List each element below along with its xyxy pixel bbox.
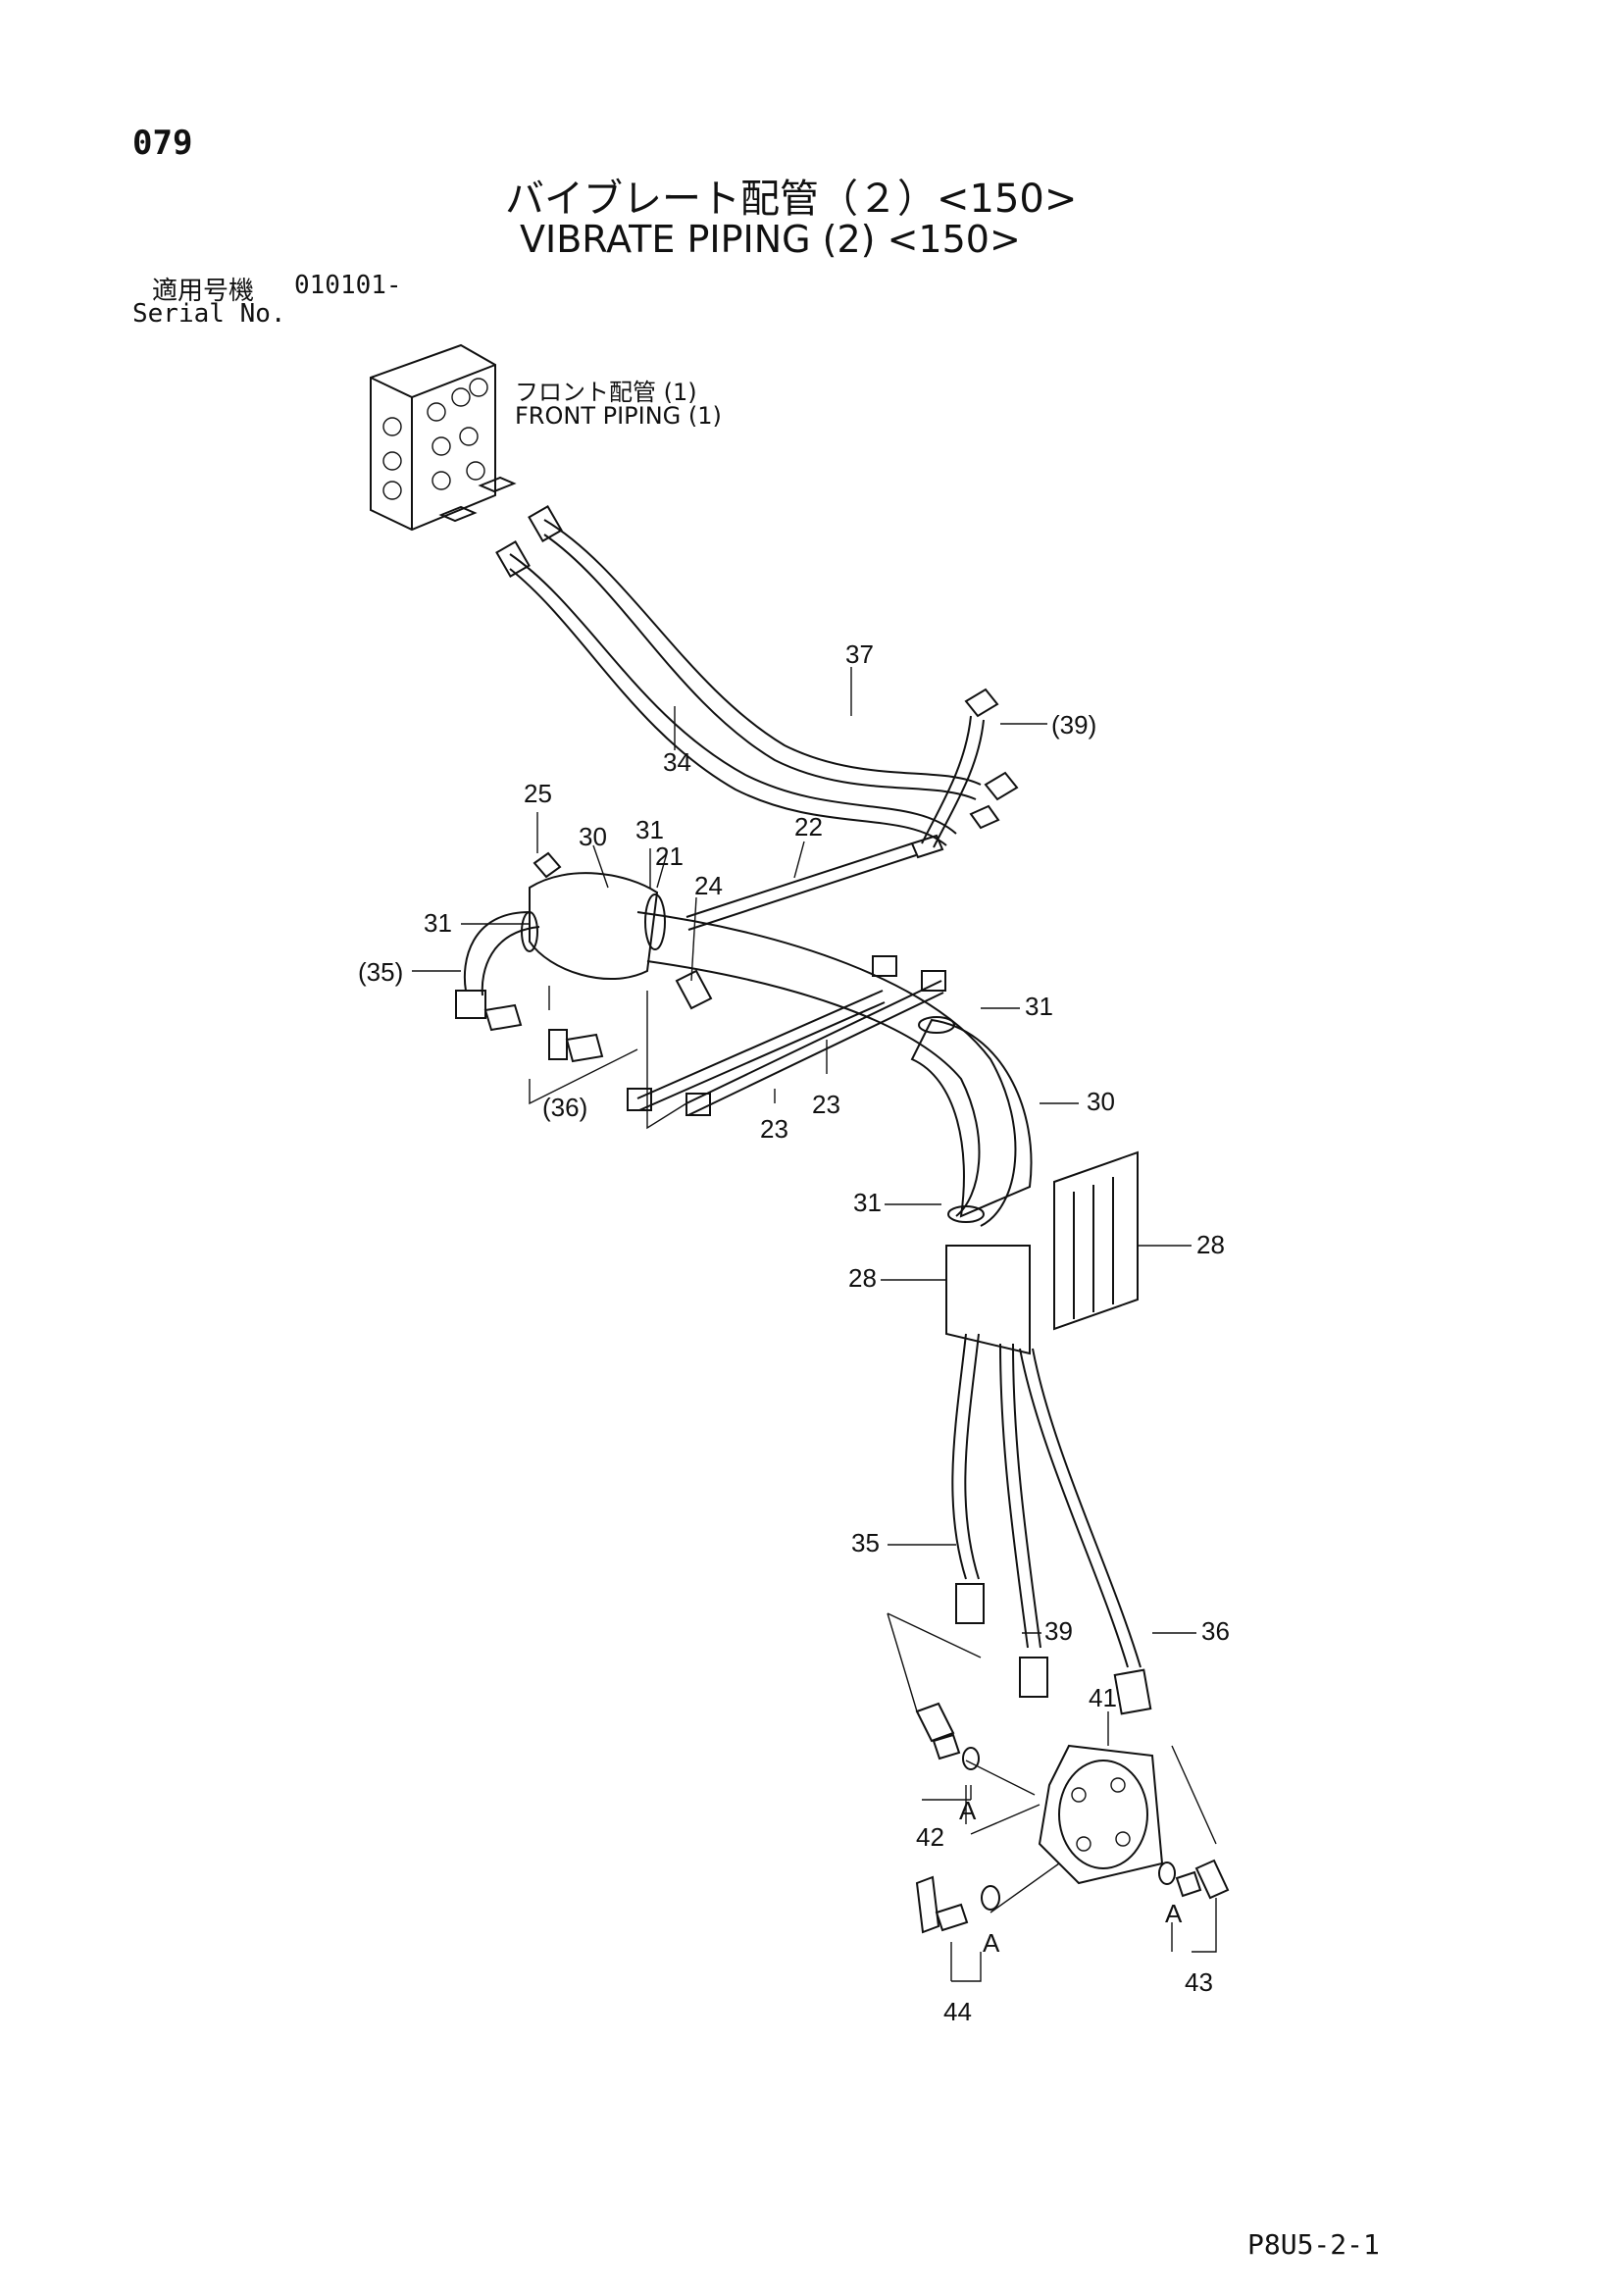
callout-30-upper: 30 xyxy=(579,822,607,851)
callout-39: 39 xyxy=(1044,1616,1073,1646)
callout-37: 37 xyxy=(845,639,874,669)
hose-39-upper xyxy=(921,688,1019,848)
callouts: 37 (39) 34 25 30 31 21 22 24 31 (35) 31 … xyxy=(358,639,1230,2026)
callout-42: 42 xyxy=(916,1822,944,1852)
reference-label-english: FRONT PIPING (1) xyxy=(515,402,722,430)
serial-label-english: Serial No. xyxy=(132,299,286,329)
callout-28-right: 28 xyxy=(1196,1230,1225,1259)
hose-30-main xyxy=(529,872,1033,1227)
callout-36-ref: (36) xyxy=(542,1093,587,1122)
callout-31-left: 31 xyxy=(424,908,452,938)
callout-31-upper: 31 xyxy=(635,815,664,844)
callout-31-right: 31 xyxy=(1025,992,1053,1021)
callout-a-3: A xyxy=(983,1928,1000,1958)
valve-block xyxy=(370,343,517,532)
brackets-28 xyxy=(945,1150,1139,1355)
page-title-japanese: バイブレート配管（２）<150> xyxy=(505,177,1078,222)
reference-label-japanese: フロント配管 (1) xyxy=(515,379,697,406)
callout-43: 43 xyxy=(1185,1967,1213,1997)
callout-41: 41 xyxy=(1089,1683,1117,1712)
clamps-31 xyxy=(521,893,985,1223)
callout-30-lower: 30 xyxy=(1087,1087,1115,1116)
callout-23-a: 23 xyxy=(760,1114,788,1144)
callout-24: 24 xyxy=(694,871,723,900)
callout-34: 34 xyxy=(663,747,691,777)
hose-22 xyxy=(685,834,944,931)
callout-28-left: 28 xyxy=(848,1263,877,1293)
callout-a-2: A xyxy=(1165,1899,1183,1928)
callout-22: 22 xyxy=(794,812,823,842)
callout-39-ref: (39) xyxy=(1051,710,1096,740)
callout-25: 25 xyxy=(524,779,552,808)
serial-label-japanese: 適用号機 xyxy=(152,277,255,306)
callout-23-b: 23 xyxy=(812,1090,840,1119)
serial-number-value: 010101- xyxy=(294,271,402,300)
vibrate-motor xyxy=(1038,1744,1164,1885)
page-title-english: VIBRATE PIPING (2) <150> xyxy=(520,218,1021,261)
callout-36: 36 xyxy=(1201,1616,1230,1646)
left-fittings xyxy=(455,851,713,1063)
hose-34-37 xyxy=(495,505,982,846)
callout-a-1: A xyxy=(959,1796,977,1825)
callout-31-lower: 31 xyxy=(853,1188,882,1217)
callout-35-ref: (35) xyxy=(358,957,403,987)
fittings-42-43-44 xyxy=(915,1702,1230,1934)
pipes-23 xyxy=(627,955,946,1116)
page-number: 079 xyxy=(132,124,193,163)
leader-lines xyxy=(412,667,1217,1982)
callout-35: 35 xyxy=(851,1528,880,1557)
footer-code: P8U5-2-1 xyxy=(1247,2228,1380,2261)
lower-hoses xyxy=(951,1333,1152,1715)
callout-44: 44 xyxy=(943,1997,972,2026)
callout-21: 21 xyxy=(655,842,684,871)
